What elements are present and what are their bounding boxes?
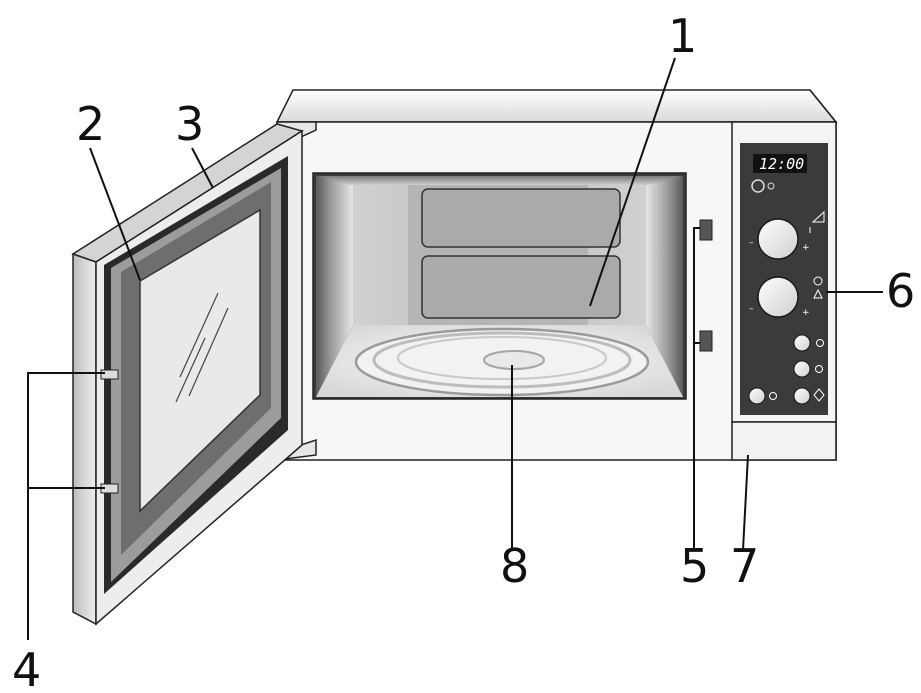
callout-3: 3	[175, 97, 204, 151]
cavity-left-wall	[316, 176, 353, 397]
power-level-icon	[811, 210, 825, 223]
clock-icon	[767, 182, 775, 190]
latch-hole-lower	[699, 330, 713, 352]
stop-icon	[769, 392, 777, 400]
power-knob[interactable]	[757, 218, 799, 260]
defrost-icon	[816, 339, 824, 347]
callout-4: 4	[12, 643, 41, 693]
cavity-ceiling	[316, 176, 683, 185]
callout-labels: 1 2 3 4 5 6 7 8	[12, 9, 915, 693]
display-time: 12:00	[759, 155, 804, 173]
display-screen	[753, 154, 807, 173]
leader-1	[589, 57, 676, 307]
callout-lines	[27, 57, 883, 640]
start-icon	[813, 388, 825, 402]
callout-1: 1	[668, 9, 697, 63]
turntable	[354, 327, 650, 397]
callout-2: 2	[76, 97, 105, 151]
control-panel: 12:00 – + – +	[731, 121, 837, 461]
latch-hole-upper	[699, 219, 713, 241]
leader-5	[693, 227, 700, 548]
grill-icon	[815, 365, 823, 373]
stop-button[interactable]	[748, 387, 766, 405]
leader-7	[742, 454, 749, 551]
door-latch-upper	[100, 369, 119, 380]
weight-icon	[813, 288, 823, 299]
cabinet-top	[275, 89, 838, 123]
svg-text:–: –	[749, 304, 754, 314]
door-left-edge	[72, 252, 97, 626]
callout-6: 6	[886, 264, 915, 318]
timer-clock-icon	[813, 276, 823, 286]
callout-8: 8	[500, 539, 529, 593]
svg-text:+: +	[802, 243, 810, 253]
leader-2	[89, 147, 141, 281]
timer-knob[interactable]	[757, 276, 799, 318]
start-button[interactable]	[793, 387, 811, 405]
leader-3	[191, 147, 214, 189]
door-window	[139, 208, 261, 513]
leader-4	[27, 372, 105, 640]
mica-cover-lower	[421, 255, 621, 319]
callout-7: 7	[730, 539, 759, 593]
grill-button[interactable]	[793, 360, 811, 378]
cavity-right-wall	[646, 176, 683, 397]
defrost-button[interactable]	[793, 334, 811, 352]
svg-text:+: +	[802, 308, 810, 318]
oven-door	[71, 121, 317, 626]
svg-text:–: –	[749, 238, 754, 248]
mica-cover-upper	[421, 188, 621, 248]
oven-cavity	[312, 172, 687, 400]
clock-button[interactable]	[751, 179, 765, 193]
callout-5: 5	[680, 539, 709, 593]
